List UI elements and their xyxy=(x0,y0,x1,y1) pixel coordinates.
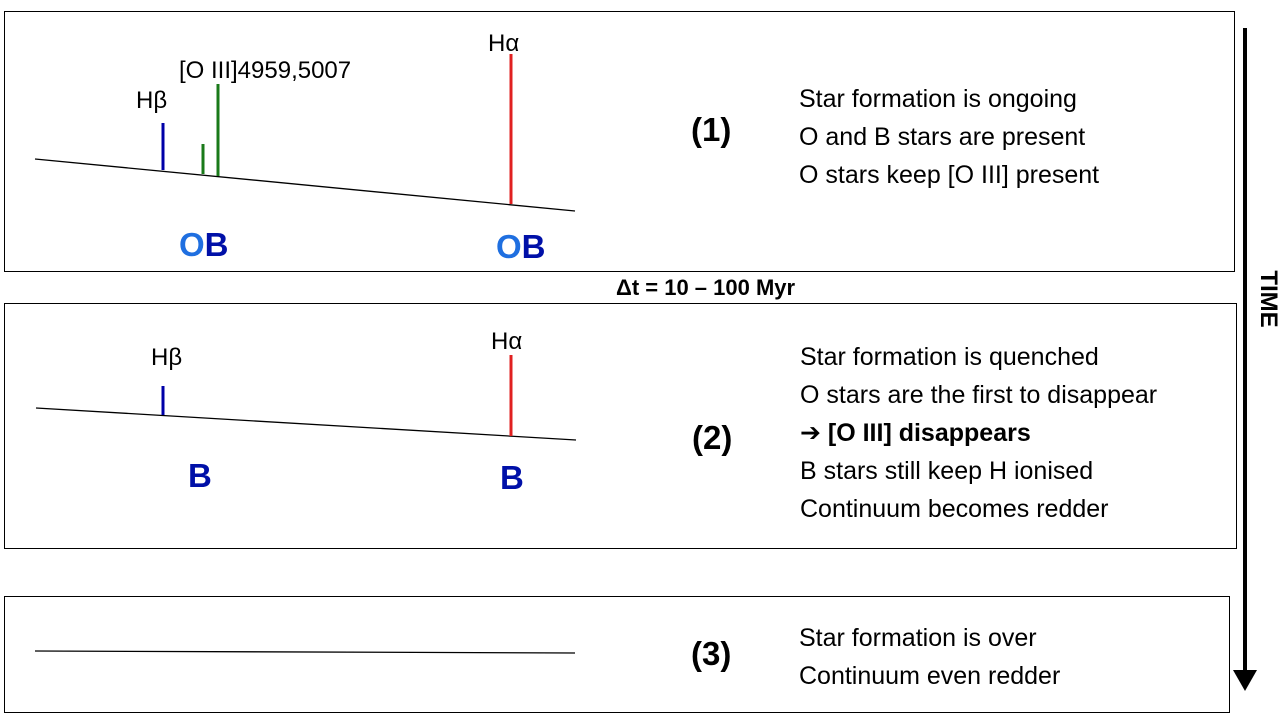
b-star-label: B xyxy=(204,226,229,263)
continuum-line xyxy=(35,407,577,441)
h-beta-label: Hβ xyxy=(151,344,183,371)
b-star-label: B xyxy=(500,459,524,496)
panel-quenched: Hβ Hα B B (2) Star formation is quenched… xyxy=(4,303,1237,549)
panel-star-formation-over: (3) Star formation is over Continuum eve… xyxy=(4,596,1230,713)
step-number: (2) xyxy=(692,419,733,456)
note: Star formation is quenched xyxy=(800,343,1099,371)
notes-list: Star formation is quenched O stars are t… xyxy=(800,338,1157,528)
b-star-label: B xyxy=(521,228,546,265)
o-star-label: O xyxy=(179,226,205,263)
oiii-label: [O III]4959,5007 xyxy=(179,57,352,84)
h-alpha-label: Hα xyxy=(488,30,520,57)
time-arrow xyxy=(1233,28,1257,691)
note: Star formation is over xyxy=(799,624,1037,652)
o-star-label: O xyxy=(496,228,522,265)
note: Continuum even redder xyxy=(799,662,1061,690)
step-number: (1) xyxy=(691,111,732,148)
time-axis-label: TIME xyxy=(1255,270,1280,328)
note: B stars still keep H ionised xyxy=(800,457,1094,485)
star-types-left: OB xyxy=(179,228,229,261)
spectrum-ongoing xyxy=(34,54,576,212)
spectrum-over xyxy=(34,650,576,654)
note: O stars are the first to disappear xyxy=(800,381,1158,409)
notes-list: Star formation is ongoing O and B stars … xyxy=(799,80,1099,194)
notes-list: Star formation is over Continuum even re… xyxy=(799,619,1060,695)
note-highlight: ➔ [O III] disappears xyxy=(800,419,1031,447)
continuum-line xyxy=(34,158,576,212)
panel-ongoing-star-formation: Hβ [O III]4959,5007 Hα OB OB (1) Star fo… xyxy=(4,11,1235,272)
h-beta-label: Hβ xyxy=(136,87,168,114)
continuum-line xyxy=(34,650,576,654)
b-star-label: B xyxy=(188,457,212,494)
step-number: (3) xyxy=(691,635,732,672)
h-alpha-label: Hα xyxy=(491,328,523,355)
star-types-right: OB xyxy=(496,230,546,263)
note: Continuum becomes redder xyxy=(800,495,1109,523)
spectrum-quenched xyxy=(35,355,577,441)
note: O stars keep [O III] present xyxy=(799,161,1100,189)
note: Star formation is ongoing xyxy=(799,85,1077,113)
time-interval-label: Δt = 10 – 100 Myr xyxy=(616,275,796,300)
note: O and B stars are present xyxy=(799,123,1086,151)
